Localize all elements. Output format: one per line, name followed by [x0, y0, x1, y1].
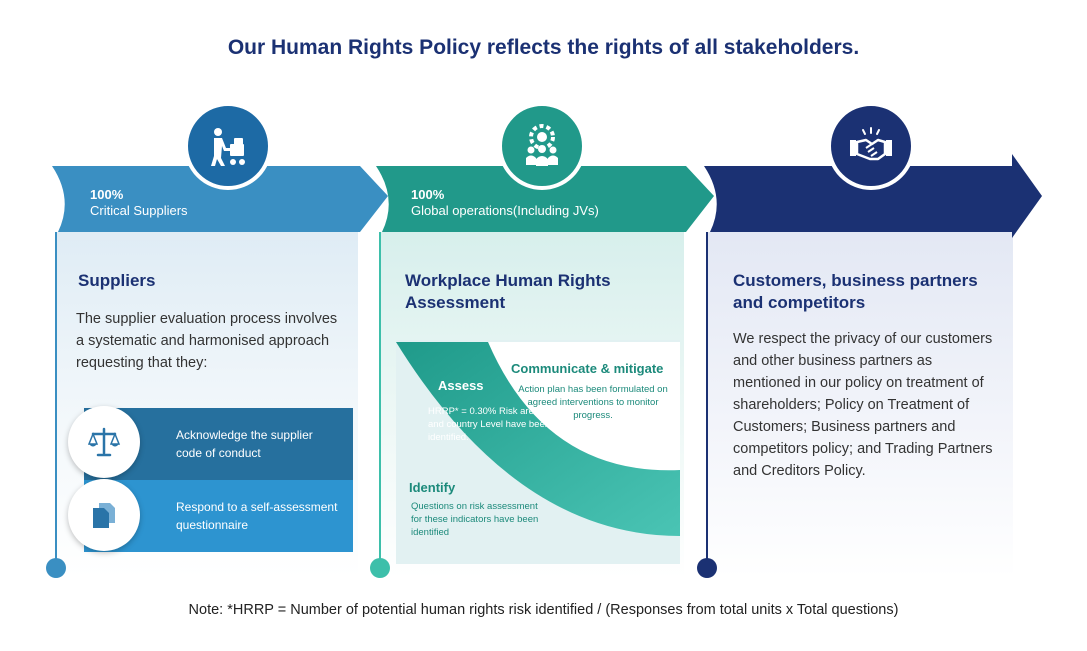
- worker-with-cart-icon: [211, 128, 245, 166]
- workplace-scope: Global operations(Including JVs): [411, 203, 599, 218]
- suppliers-line: [55, 232, 57, 566]
- assess-title: Assess: [438, 378, 484, 393]
- supplier-item-label: Respond to a self-assessment questionnai…: [176, 500, 338, 532]
- supplier-item-icon-circle: [68, 406, 140, 478]
- scales-icon: [87, 427, 121, 457]
- workplace-dot: [370, 558, 390, 578]
- customers-arrow: [704, 154, 1042, 238]
- workplace-arrow-text: 100% Global operations(Including JVs): [411, 187, 599, 219]
- workplace-icon-circle: [498, 102, 586, 190]
- footnote: Note: *HRRP = Number of potential human …: [188, 602, 899, 618]
- page-title: Our Human Rights Policy reflects the rig…: [227, 36, 860, 59]
- suppliers-heading: Suppliers: [78, 271, 156, 290]
- communicate-text: Action plan has been formulated on agree…: [518, 384, 668, 421]
- assessment-diagram: [396, 340, 680, 564]
- workplace-line: [379, 232, 381, 566]
- supplier-item-icon-circle: [68, 479, 140, 551]
- communicate-title: Communicate & mitigate: [511, 361, 664, 376]
- supplier-item-label: Acknowledge the supplier code of conduct: [176, 428, 313, 460]
- customers-icon-circle: [827, 102, 915, 190]
- customers-heading: Customers, business partners and competi…: [733, 271, 978, 312]
- suppliers-icon-circle: [184, 102, 272, 190]
- workplace-heading: Workplace Human Rights Assessment: [405, 271, 611, 312]
- gear-people-icon: [526, 124, 558, 166]
- arrow-band: [52, 154, 1042, 238]
- customers-dot: [697, 558, 717, 578]
- workplace-arrow: [376, 166, 714, 232]
- customers-body: We respect the privacy of our customers …: [733, 331, 993, 479]
- customers-panel: [708, 232, 1013, 578]
- assess-text: HRRP* = 0.30% Risk areas and country Lev…: [428, 406, 551, 443]
- workplace-percent: 100%: [411, 187, 445, 202]
- suppliers-arrow-text: 100% Critical Suppliers: [90, 187, 188, 219]
- handshake-icon: [850, 127, 892, 161]
- identify-text: Questions on risk assessment for these i…: [411, 501, 539, 538]
- suppliers-percent: 100%: [90, 187, 124, 202]
- suppliers-scope: Critical Suppliers: [90, 203, 188, 218]
- suppliers-arrow: [52, 166, 388, 232]
- suppliers-body: The supplier evaluation process involves…: [76, 311, 338, 371]
- identify-title: Identify: [409, 480, 456, 495]
- documents-icon: [93, 503, 115, 528]
- suppliers-dot: [46, 558, 66, 578]
- customers-line: [706, 232, 708, 566]
